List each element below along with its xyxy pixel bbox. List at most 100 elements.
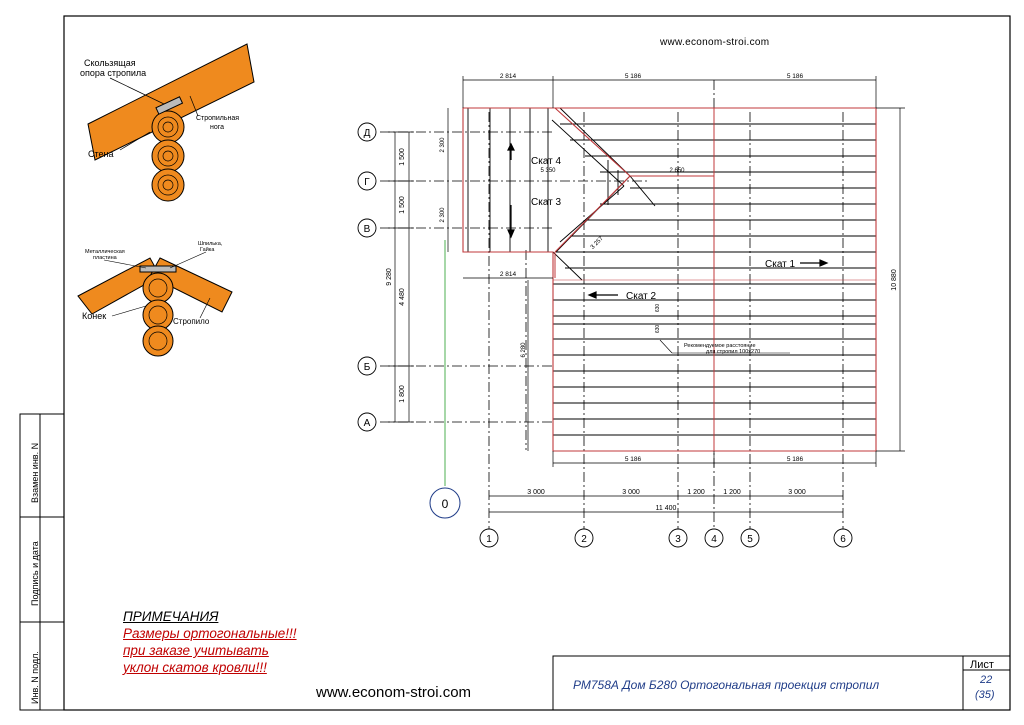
notes-title: ПРИМЕЧАНИЯ: [123, 609, 219, 624]
notes-line-3: уклон скатов кровли!!!: [123, 660, 267, 675]
dim-left-4: 1 800: [399, 385, 406, 403]
dim-left-3: 4 480: [399, 288, 406, 306]
axis-label-2: 2: [581, 534, 587, 545]
dim-grid-1: 3 000: [527, 489, 545, 496]
slope-arrows: [507, 142, 829, 299]
notes-line-2: при заказе учитывать: [123, 643, 269, 658]
stamp-label-replace-inv: Взамен инв. N: [30, 442, 40, 503]
label-ridge: Конек: [82, 311, 106, 321]
axis-marker-2: [574, 528, 594, 548]
dim-top-1: 2 814: [500, 73, 517, 80]
title-block: [552, 655, 1011, 711]
dim-total-x: 11 400: [656, 505, 677, 512]
dim-right-total: 10 880: [891, 269, 898, 291]
site-url-top: www.econom-stroi.com: [660, 37, 770, 48]
dim-left-total: 9 280: [386, 268, 393, 286]
slope-labels: Скат 4 Скат 3 Скат 1 Скат 2: [531, 156, 796, 302]
label-wall: Стена: [88, 149, 114, 159]
dim-2300-a: 2 300: [440, 137, 446, 153]
slope-label-2: Скат 2: [626, 291, 657, 302]
roof-outline: [462, 107, 877, 452]
stamp-label-inv-original: Инв. N подл.: [30, 651, 40, 704]
dim-3257: 3 257: [590, 235, 605, 250]
axis-label-6: 6: [840, 534, 846, 545]
row-axis-markers: [357, 122, 377, 432]
axis-marker-V: [357, 218, 377, 238]
dim-left-2: 1 500: [399, 196, 406, 214]
axis-label-B: Б: [364, 362, 371, 373]
slope-label-1: Скат 1: [765, 259, 796, 270]
label-rafter: Стропило: [173, 317, 210, 326]
axis-marker-A: [357, 412, 377, 432]
dimension-texts: 2 814 5 186 5 186 5 186 5 186 3 000 3 00…: [500, 73, 806, 512]
sheet-frame: [63, 15, 1011, 711]
slope-label-3: Скат 3: [531, 197, 562, 208]
axis-label-zero: 0: [442, 497, 449, 511]
axis-marker-zero: [429, 487, 461, 519]
label-metal-plate1: Металлическая: [85, 249, 125, 255]
dimension-lines: [388, 76, 905, 513]
axis-label-1: 1: [486, 534, 492, 545]
axis-labels: Д Г В Б А 1 2 3 4 5 6 0: [364, 128, 847, 545]
axis-marker-6: [833, 528, 853, 548]
axis-marker-1: [479, 528, 499, 548]
dim-top-3: 5 186: [787, 73, 804, 80]
rafter-spacing-note-2: для стропил 100x270: [706, 349, 760, 355]
column-axis-markers: [479, 528, 853, 548]
rafter-spacing-note-1: Рекомендуемое расстояние: [684, 343, 756, 349]
axis-marker-G: [357, 171, 377, 191]
label-bolt1: Шпилька,: [198, 241, 223, 247]
dim-grid-3: 1 200: [687, 489, 705, 496]
dim-630-b: 630: [655, 325, 661, 334]
dim-5350: 5 350: [540, 168, 556, 174]
dim-top-2: 5 186: [625, 73, 642, 80]
axis-label-D: Д: [364, 128, 371, 139]
vertical-dimension-texts: 1 500 1 500 4 480 1 800 9 280 10 880 2 3…: [386, 137, 898, 403]
axis-label-3: 3: [675, 534, 681, 545]
sliding-bracket: [155, 96, 184, 115]
axis-label-V: В: [364, 224, 371, 235]
metal-plate: [139, 265, 177, 273]
side-stamp: [19, 413, 65, 711]
dim-2814-lower: 2 814: [500, 271, 517, 278]
notes-line-1: Размеры ортогональные!!!: [123, 626, 297, 641]
dim-grid-2: 3 000: [622, 489, 640, 496]
stamp-label-signature-date: Подпись и дата: [30, 541, 40, 606]
dim-2650: 2 650: [669, 168, 685, 174]
axis-marker-4: [704, 528, 724, 548]
axis-label-4: 4: [711, 534, 717, 545]
detail-sliding-support: Скользящая опора стропила Стропильная но…: [80, 43, 255, 202]
axis-marker-B: [357, 356, 377, 376]
dim-grid-5: 3 000: [788, 489, 806, 496]
dim-630-a: 630: [655, 304, 661, 313]
label-rafter-leg2: нога: [210, 124, 224, 131]
axis-label-A: А: [364, 418, 371, 429]
slope-label-4: Скат 4: [531, 156, 562, 167]
sheet-total: (35): [975, 689, 995, 701]
dim-bottom-2: 5 186: [787, 456, 804, 463]
axis-marker-3: [668, 528, 688, 548]
dim-grid-4: 1 200: [723, 489, 741, 496]
label-metal-plate2: пластина: [93, 255, 118, 261]
log-wall: [151, 110, 185, 202]
axis-label-G: Г: [364, 177, 370, 188]
detail-ridge: Металлическая пластина Шпилька, Гайка Ко…: [77, 241, 233, 357]
dim-6280: 6 280: [521, 342, 527, 358]
dim-bottom-1: 5 186: [625, 456, 642, 463]
label-sliding-title1: Скользящая: [84, 58, 136, 68]
axis-marker-5: [740, 528, 760, 548]
label-rafter-leg1: Стропильная: [196, 115, 239, 122]
sheet-label: Лист: [970, 659, 994, 671]
site-url-bottom: www.econom-stroi.com: [316, 684, 472, 701]
notes-block: ПРИМЕЧАНИЯ Размеры ортогональные!!! при …: [123, 608, 297, 676]
dim-left-1: 1 500: [399, 148, 406, 166]
hip-valley-lines: [551, 107, 656, 281]
label-bolt2: Гайка: [200, 246, 215, 253]
axis-label-5: 5: [747, 534, 753, 545]
label-sliding-title2: опора стропила: [80, 68, 146, 78]
drawing-title: РМ758А Дом Б280 Ортогональная проекция с…: [573, 678, 880, 692]
wing-rafters: [467, 108, 619, 252]
hip-outline: [554, 107, 631, 253]
roof-plan: Д Г В Б А 1 2 3 4 5 6 0 2 814 5 186 5 18…: [357, 73, 905, 548]
